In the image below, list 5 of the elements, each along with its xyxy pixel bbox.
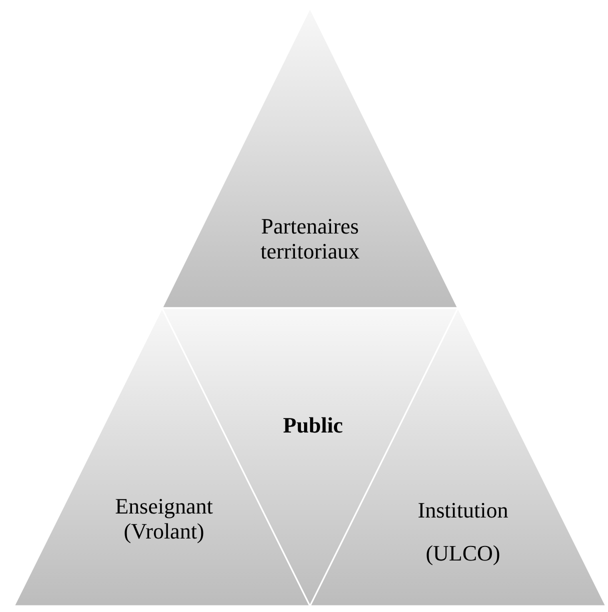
segment-label: (ULCO) <box>424 540 502 566</box>
segment-label: Public <box>282 412 344 438</box>
segment-label: Institution <box>416 497 510 523</box>
segment-label: Enseignant (Vrolant) <box>114 494 214 544</box>
segment-label: Partenaires territoriaux <box>260 214 360 264</box>
